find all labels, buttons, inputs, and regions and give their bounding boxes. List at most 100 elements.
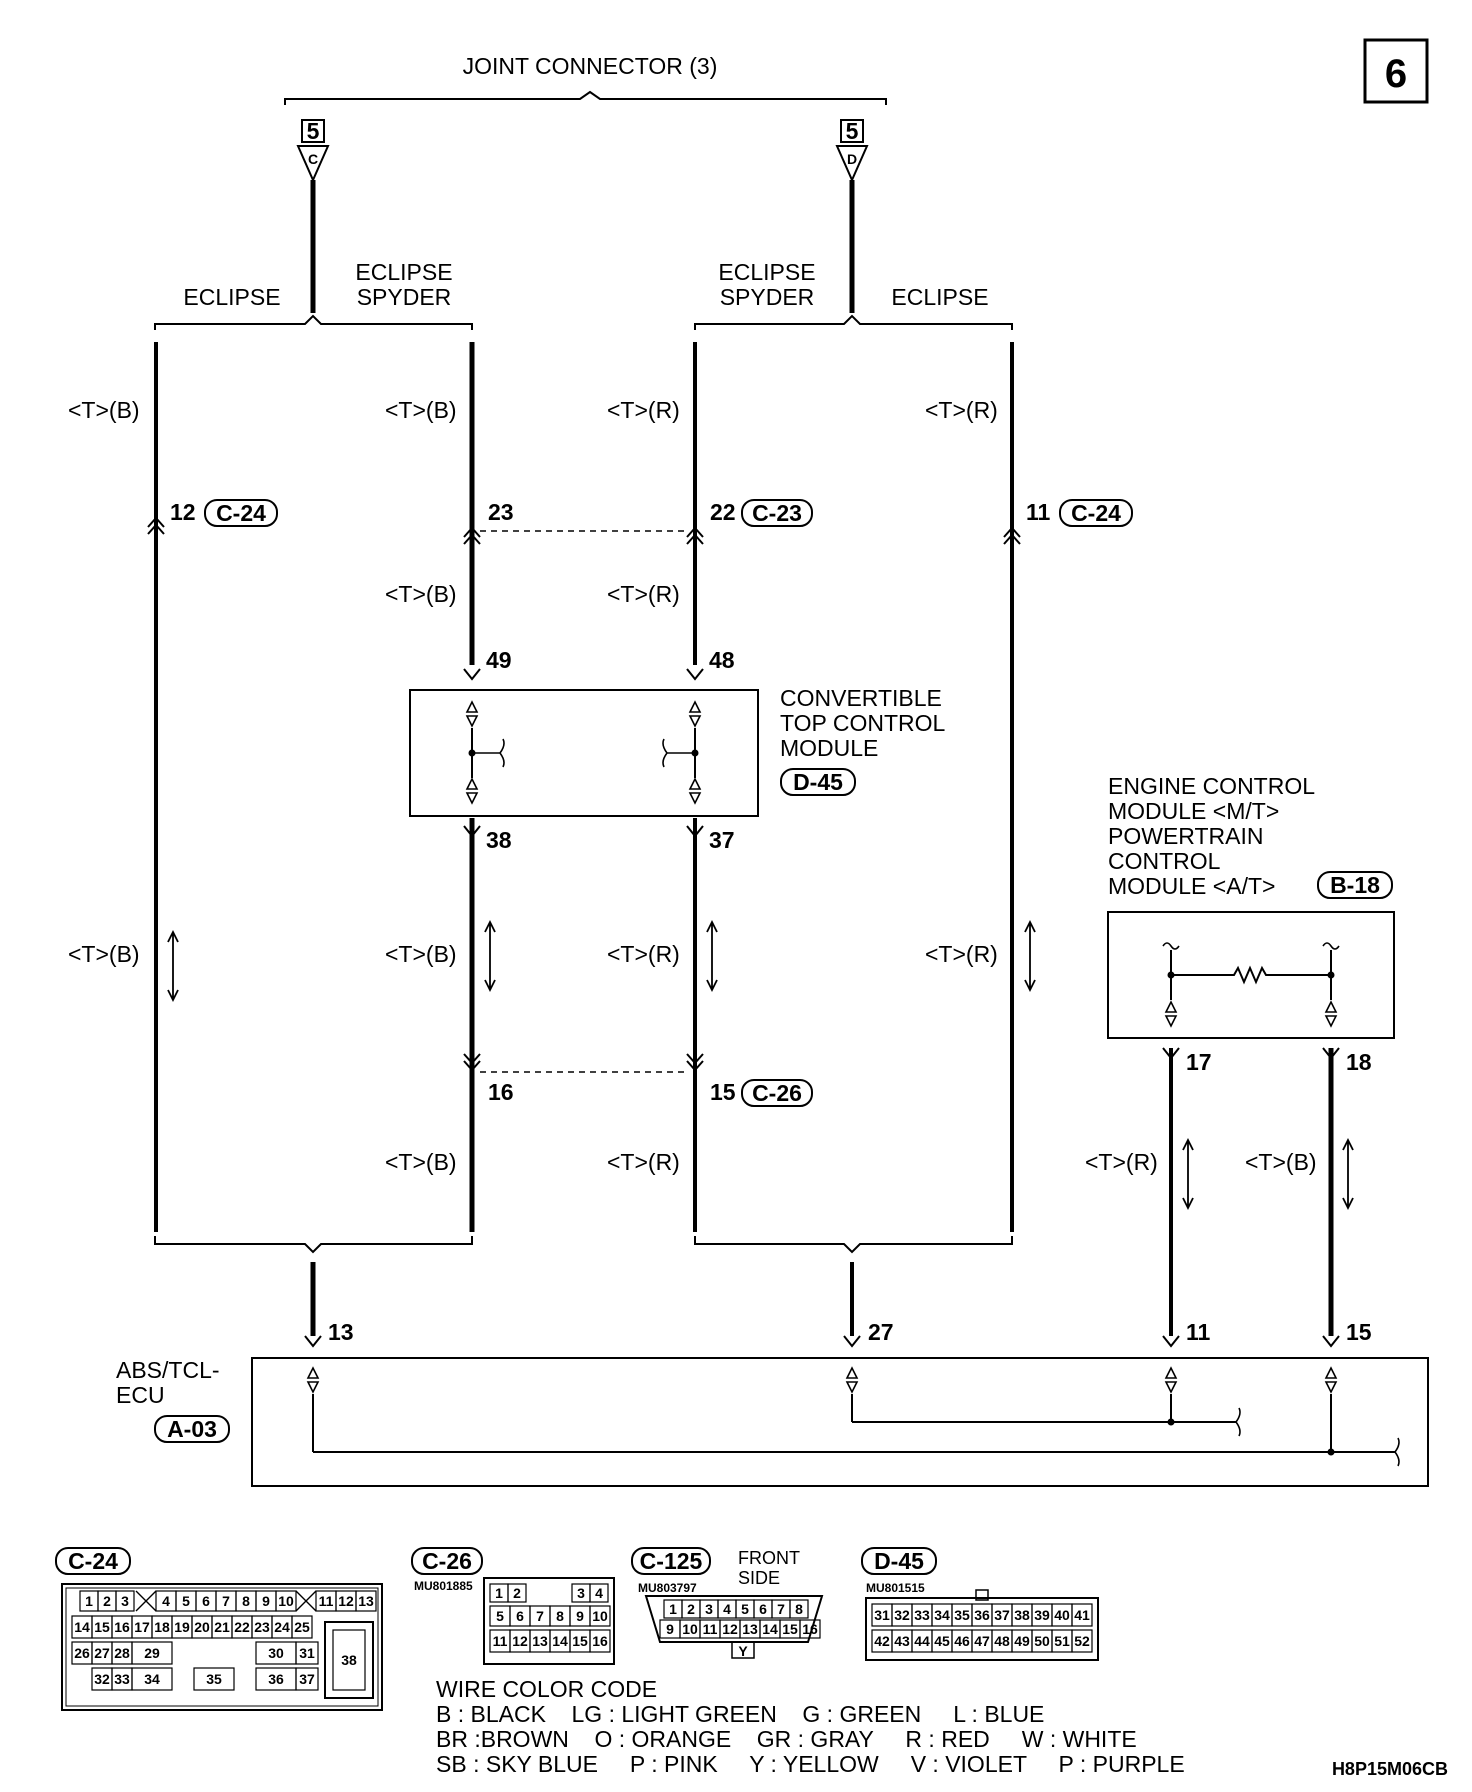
- c125-part-number: MU803797: [638, 1581, 697, 1595]
- svg-text:C-26: C-26: [752, 1080, 802, 1106]
- c125-pin-4: 4: [723, 1601, 731, 1617]
- c24-pin-37-cell: [295, 1667, 319, 1691]
- c24-pin-36: 36: [268, 1671, 284, 1687]
- connector-label-a03: A-03: [154, 1415, 230, 1443]
- variant-eclipse-left: ECLIPSE: [183, 284, 280, 310]
- svg-text:C-125: C-125: [640, 1548, 703, 1574]
- connector-label-c26: C-26: [741, 1079, 813, 1107]
- ctcm-internal-circuit: [466, 701, 701, 804]
- d45-pin-50: 50: [1034, 1633, 1050, 1649]
- c24-pin-17: 17: [134, 1619, 150, 1635]
- pin-17: 17: [1186, 1049, 1212, 1075]
- c24-pin-34-cell: [131, 1667, 173, 1691]
- abs-tcl-ecu: [251, 1357, 1429, 1487]
- d45-pin-45: 45: [934, 1633, 950, 1649]
- c24-pin-23: 23: [254, 1619, 270, 1635]
- c24-pin-13: 13: [358, 1593, 374, 1609]
- c125-pin-8: 8: [795, 1601, 803, 1617]
- c24-pin-26: 26: [74, 1645, 90, 1661]
- variant-spyder-left-1: ECLIPSE: [355, 259, 452, 285]
- wire-label-3: <T>(R): [607, 397, 680, 423]
- c26-pin-9: 9: [576, 1608, 584, 1624]
- c24-pin-13-cell: [355, 1590, 377, 1612]
- wire-label-13: <T>(R): [1085, 1149, 1158, 1175]
- d45-pin-41: 41: [1074, 1607, 1090, 1623]
- c24-pin-5: 5: [182, 1593, 190, 1609]
- wire-label-2: <T>(B): [385, 397, 457, 423]
- d45-pin-37: 37: [994, 1607, 1010, 1623]
- pin-13: 13: [328, 1319, 354, 1345]
- pin-11-top: 11: [1026, 499, 1051, 525]
- c24-pin-31: 31: [299, 1645, 315, 1661]
- c125-note-1: FRONT: [738, 1548, 800, 1568]
- c125-pin-5: 5: [741, 1601, 749, 1617]
- c24-pin-35-cell: [193, 1667, 235, 1691]
- d45-pin-34: 34: [934, 1607, 950, 1623]
- c24-pin-18: 18: [154, 1619, 170, 1635]
- ecm-label-2: MODULE <M/T>: [1108, 798, 1279, 824]
- connector-label-c24-left: C-24: [204, 499, 278, 527]
- c26-pin-3: 3: [577, 1585, 585, 1601]
- connector-label-c26-view: C-26: [411, 1547, 483, 1575]
- c24-pin-8: 8: [242, 1593, 250, 1609]
- svg-text:C-23: C-23: [752, 500, 802, 526]
- c24-pin-2: 2: [103, 1593, 111, 1609]
- connector-label-c125-view: C-125: [631, 1547, 711, 1575]
- pin-38: 38: [486, 827, 512, 853]
- c125-pin-15: 15: [782, 1621, 798, 1637]
- d45-pin-40: 40: [1054, 1607, 1070, 1623]
- c125-pin-8-cell: [789, 1599, 809, 1619]
- pin-37: 37: [709, 827, 735, 853]
- brace-bottom-left: [154, 1236, 473, 1254]
- c24-pin-35: 35: [206, 1671, 222, 1687]
- c26-pin-10: 10: [592, 1608, 608, 1624]
- c24-pin-10-cell: [275, 1590, 297, 1612]
- d45-pin-44: 44: [914, 1633, 930, 1649]
- wire-label-7: <T>(B): [68, 941, 140, 967]
- figure-code: H8P15M06CB: [1332, 1759, 1448, 1779]
- d45-part-number: MU801515: [866, 1581, 925, 1595]
- c24-pin-28: 28: [114, 1645, 130, 1661]
- ctcm-label-3: MODULE: [780, 735, 878, 761]
- wire-label-8: <T>(B): [385, 941, 457, 967]
- svg-text:C-24: C-24: [216, 500, 266, 526]
- d45-pin-36: 36: [974, 1607, 990, 1623]
- d45-pin-38: 38: [1014, 1607, 1030, 1623]
- c24-pin-29-cell: [131, 1641, 173, 1665]
- wire-color-code-line3: SB : SKY BLUE P : PINK Y : YELLOW V : VI…: [436, 1751, 1185, 1777]
- joint-connector-brace: [284, 90, 887, 105]
- c24-pin-3-cell: [115, 1590, 135, 1612]
- pin-18: 18: [1346, 1049, 1372, 1075]
- variant-spyder-right-1: ECLIPSE: [718, 259, 815, 285]
- ctcm-label-2: TOP CONTROL: [780, 710, 945, 736]
- c24-pin-24: 24: [274, 1619, 290, 1635]
- c24-pin-16: 16: [114, 1619, 130, 1635]
- c24-pin-25-cell: [291, 1615, 313, 1639]
- connector-label-c23: C-23: [741, 499, 813, 527]
- c125-pin-12: 12: [722, 1621, 738, 1637]
- c125-marker: Y: [738, 1643, 748, 1659]
- c26-pin-15: 15: [572, 1633, 588, 1649]
- c24-pin-22: 22: [234, 1619, 250, 1635]
- c26-pin-4-cell: [589, 1583, 609, 1603]
- connector-label-c24-right: C-24: [1059, 499, 1133, 527]
- variant-spyder-right-2: SPYDER: [720, 284, 815, 310]
- d45-pin-31: 31: [874, 1607, 890, 1623]
- svg-text:C-24: C-24: [1071, 500, 1121, 526]
- wire-label-11: <T>(B): [385, 1149, 457, 1175]
- c24-pin-33: 33: [114, 1671, 130, 1687]
- wire-label-6: <T>(R): [607, 581, 680, 607]
- svg-text:C: C: [308, 151, 318, 167]
- d45-pin-42: 42: [874, 1633, 890, 1649]
- connector-label-d45: D-45: [780, 768, 856, 796]
- c26-pin-16-cell: [589, 1629, 611, 1653]
- wire-color-code-line1: B : BLACK LG : LIGHT GREEN G : GREEN L :…: [436, 1701, 1044, 1727]
- ecm-label-4: CONTROL: [1108, 848, 1221, 874]
- page-number-box: [1363, 38, 1429, 104]
- c125-pin-1: 1: [669, 1601, 677, 1617]
- pin-49: 49: [486, 647, 512, 673]
- svg-text:C-26: C-26: [422, 1548, 472, 1574]
